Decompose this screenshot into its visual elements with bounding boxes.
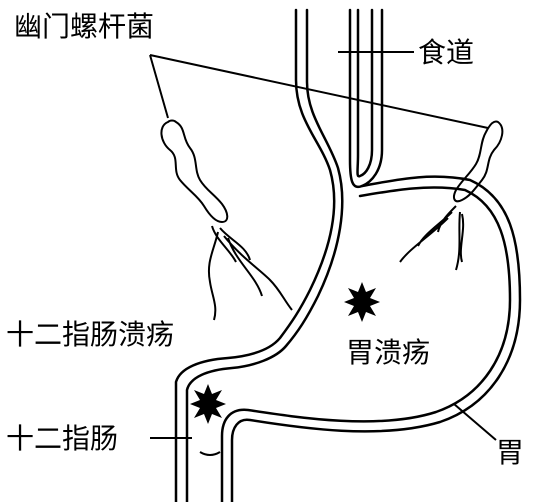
label-gastric-ulcer: 胃溃疡: [346, 336, 430, 369]
bacterium-icon: [399, 120, 504, 271]
outer-left-wall: [174, 8, 336, 502]
label-stomach: 胃: [496, 436, 524, 469]
leader-lines: [149, 51, 497, 456]
label-duodenum: 十二指肠: [6, 422, 118, 455]
ulcer-star-icon: [190, 384, 226, 424]
inner-left-wall: [185, 8, 344, 502]
duodenum-arc: [199, 451, 221, 456]
greater-curvature-inner: [220, 186, 512, 502]
inner-right-wall: [356, 8, 374, 178]
digestive-tract-outline: [174, 8, 522, 502]
ulcer-star-icon: [344, 282, 380, 322]
greater-curvature-outer: [230, 175, 522, 502]
label-h-pylori: 幽门螺杆菌: [14, 10, 154, 43]
label-esophagus: 食道: [418, 36, 474, 69]
bacterium-icon: [160, 119, 293, 321]
label-duodenal-ulcer: 十二指肠溃疡: [6, 318, 174, 351]
leader-stomach: [453, 403, 497, 441]
leader-h-pylori: [149, 54, 489, 129]
